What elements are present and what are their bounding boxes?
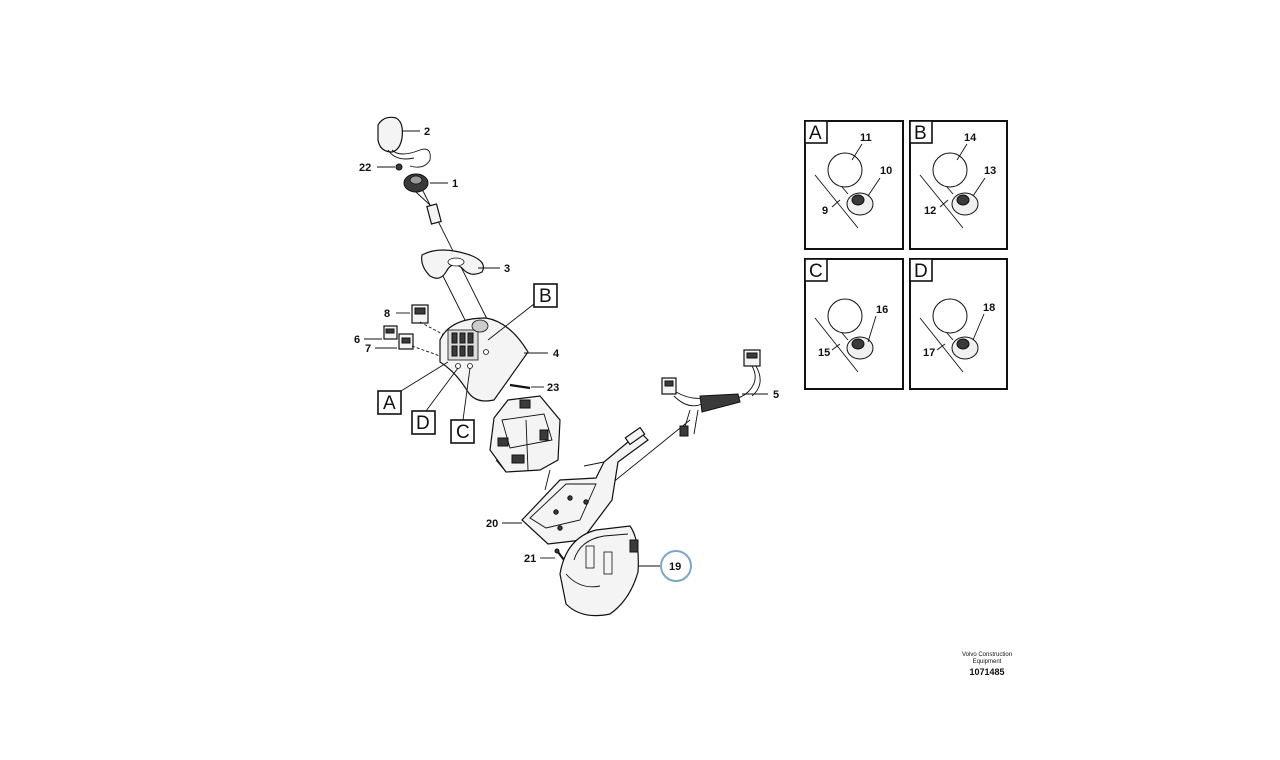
switch-part-7 [398, 333, 414, 350]
svg-text:B: B [539, 286, 552, 307]
label-19: 19 [669, 561, 681, 573]
callout-b: B [533, 283, 558, 308]
detail-panel-b: B 14 13 12 [909, 120, 1008, 250]
leader-b [487, 303, 535, 341]
switch-knob-part [403, 173, 442, 225]
svg-text:12: 12 [924, 205, 936, 217]
svg-text:14: 14 [964, 132, 977, 144]
switch-part-6 [383, 325, 398, 340]
footer-brand-line1: Volvo Construction [962, 652, 1012, 658]
svg-text:A: A [383, 393, 396, 414]
svg-text:16: 16 [876, 304, 888, 316]
boot-plate-part [421, 249, 485, 279]
svg-text:17: 17 [923, 347, 935, 359]
svg-text:C: C [456, 422, 470, 443]
switch-part-8 [411, 304, 429, 324]
label-7: 7 [365, 343, 371, 355]
detail-panel-d: D 18 17 [909, 258, 1008, 390]
label-20: 20 [486, 518, 498, 530]
detail-panel-c: C 16 15 [804, 258, 904, 390]
svg-text:B: B [914, 123, 927, 144]
leader-a [400, 361, 449, 392]
svg-text:18: 18 [983, 302, 995, 314]
label-3: 3 [504, 263, 510, 275]
pin-part-23 [509, 383, 531, 390]
detail-panel-a: A 11 10 9 [804, 120, 904, 250]
joystick-grip-part [377, 116, 431, 168]
screw-part-22 [395, 163, 403, 171]
svg-text:11: 11 [860, 132, 872, 144]
svg-text:9: 9 [822, 205, 828, 217]
screw-part-21 [554, 548, 565, 561]
svg-text:10: 10 [880, 165, 892, 177]
svg-text:15: 15 [818, 347, 830, 359]
wiring-harness-part [661, 349, 761, 437]
svg-text:C: C [809, 261, 823, 282]
highlight-circle-19 [660, 550, 692, 582]
label-1: 1 [452, 178, 458, 190]
leader-c [462, 367, 471, 421]
base-cover-part [559, 525, 639, 617]
leader-d [425, 367, 459, 412]
svg-text:D: D [914, 261, 928, 282]
label-23: 23 [547, 382, 559, 394]
footer-brand-line2: Equipment [973, 659, 1002, 665]
svg-text:A: A [809, 123, 822, 144]
callout-c: C [450, 419, 475, 444]
label-8: 8 [384, 308, 390, 320]
dashed-leader-8 [419, 321, 447, 337]
svg-text:D: D [416, 413, 430, 434]
label-6: 6 [354, 334, 360, 346]
label-5: 5 [773, 389, 779, 401]
dashed-leader-7 [411, 345, 441, 357]
console-housing-part [439, 317, 529, 402]
callout-d: D [411, 410, 436, 435]
svg-text:13: 13 [984, 165, 996, 177]
label-2: 2 [424, 126, 430, 138]
support-bracket-part [521, 426, 649, 545]
callout-a: A [377, 390, 402, 415]
footer-drawing-number: 1071485 [969, 667, 1004, 677]
label-4: 4 [553, 348, 560, 360]
control-valve-block [489, 395, 561, 473]
label-22: 22 [359, 162, 371, 174]
label-21: 21 [524, 553, 536, 565]
